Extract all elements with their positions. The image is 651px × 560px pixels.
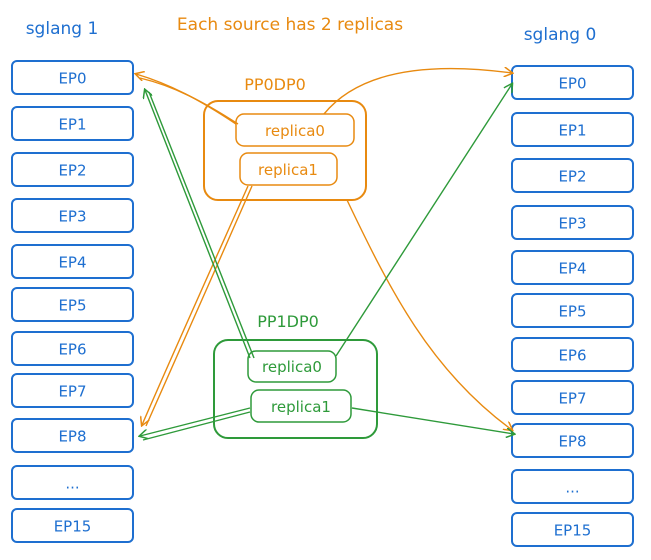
pp1dp0-replica0-label: replica0	[262, 358, 322, 376]
group-pp1dp0-label: PP1DP0	[257, 312, 319, 331]
pp1dp0-replica1-label: replica1	[271, 398, 331, 416]
right-ep-label-7: EP7	[558, 390, 586, 408]
right-ep-label-4: EP4	[558, 260, 586, 278]
right-ep-label-2: EP2	[558, 168, 586, 186]
group-pp1dp0: PP1DP0 replica0 replica1	[213, 312, 378, 439]
arrow-pp0-replica0-to-left-ep0-stroke2	[139, 77, 239, 125]
left-column-label: sglang 1	[26, 19, 99, 39]
right-ep-label-3: EP3	[558, 215, 586, 233]
left-ep-box-7	[11, 373, 134, 408]
right-ep-box-2	[511, 158, 634, 193]
left-ep-box-2	[11, 152, 134, 187]
right-ep-box-3	[511, 205, 634, 240]
group-pp0dp0-label: PP0DP0	[244, 75, 306, 94]
right-ep-box-8	[511, 423, 634, 458]
pp0dp0-replica0-label: replica0	[265, 122, 325, 140]
left-ep-box-8	[11, 418, 134, 453]
left-ep-label-8: EP8	[58, 428, 86, 446]
arrow-pp1-replica0-to-left-ep0	[145, 90, 251, 359]
left-ep-box-1	[11, 106, 134, 141]
arrow-pp1-replica0-to-left-ep0-stroke2	[148, 91, 255, 359]
left-ep-label-4: EP4	[58, 254, 86, 272]
left-ep-label-7: EP7	[58, 383, 86, 401]
right-ep-label-8: EP8	[558, 433, 586, 451]
left-ep-label-2: EP2	[58, 162, 86, 180]
left-ep-box-5	[11, 287, 134, 322]
arrow-pp0-replica0-to-right-ep0	[323, 69, 512, 115]
left-ep-box-9	[11, 465, 134, 500]
right-ep-label-1: EP1	[558, 122, 586, 140]
right-ep-box-5	[511, 293, 634, 328]
right-column-label: sglang 0	[524, 25, 597, 45]
group-pp0dp0: PP0DP0 replica0 replica1	[203, 75, 367, 201]
pp0dp0-replica1-box	[239, 152, 338, 186]
pp0dp0-replica1-label: replica1	[258, 161, 318, 179]
group-pp0dp0-frame	[203, 100, 367, 201]
arrow-pp1-replica1-to-left-ep8	[140, 407, 251, 436]
green-connections	[140, 84, 514, 441]
group-pp1dp0-frame	[213, 339, 378, 439]
diagram-title: Each source has 2 replicas	[177, 15, 403, 35]
right-ep-label-9: ...	[565, 479, 579, 497]
arrow-pp1-replica1-to-right-ep8	[351, 407, 514, 434]
pp0dp0-replica0-box	[235, 113, 355, 147]
arrow-pp0-replica1-to-left-ep8-stroke2	[145, 185, 253, 427]
right-ep-box-9	[511, 469, 634, 504]
right-ep-box-1	[511, 112, 634, 147]
left-ep-label-10: EP15	[54, 518, 92, 536]
left-ep-box-0	[11, 60, 134, 95]
right-ep-label-6: EP6	[558, 347, 586, 365]
left-ep-box-3	[11, 198, 134, 233]
arrow-pp1-replica1-to-left-ep8-stroke2	[142, 411, 251, 441]
orange-connections	[136, 69, 512, 430]
left-ep-box-10	[11, 508, 134, 543]
left-ep-box-6	[11, 331, 134, 366]
right-ep-box-10	[511, 512, 634, 547]
right-ep-box-4	[511, 250, 634, 285]
left-ep-label-1: EP1	[58, 116, 86, 134]
pp1dp0-replica0-box	[247, 350, 337, 383]
arrow-pp1-replica0-to-right-ep0	[335, 84, 512, 357]
left-ep-label-6: EP6	[58, 341, 86, 359]
right-ep-label-0: EP0	[558, 75, 586, 93]
right-ep-label-5: EP5	[558, 303, 586, 321]
right-ep-box-6	[511, 337, 634, 372]
left-ep-label-5: EP5	[58, 297, 86, 315]
arrow-pp0-replica1-to-left-ep8	[142, 185, 249, 425]
left-ep-label-3: EP3	[58, 208, 86, 226]
pp1dp0-replica1-box	[250, 389, 352, 423]
right-ep-label-10: EP15	[554, 522, 592, 540]
left-ep-label-0: EP0	[58, 70, 86, 88]
left-ep-box-4	[11, 244, 134, 279]
right-ep-box-7	[511, 380, 634, 415]
left-ep-label-9: ...	[65, 475, 79, 493]
arrow-pp0-replica1-to-right-ep8	[346, 199, 512, 430]
